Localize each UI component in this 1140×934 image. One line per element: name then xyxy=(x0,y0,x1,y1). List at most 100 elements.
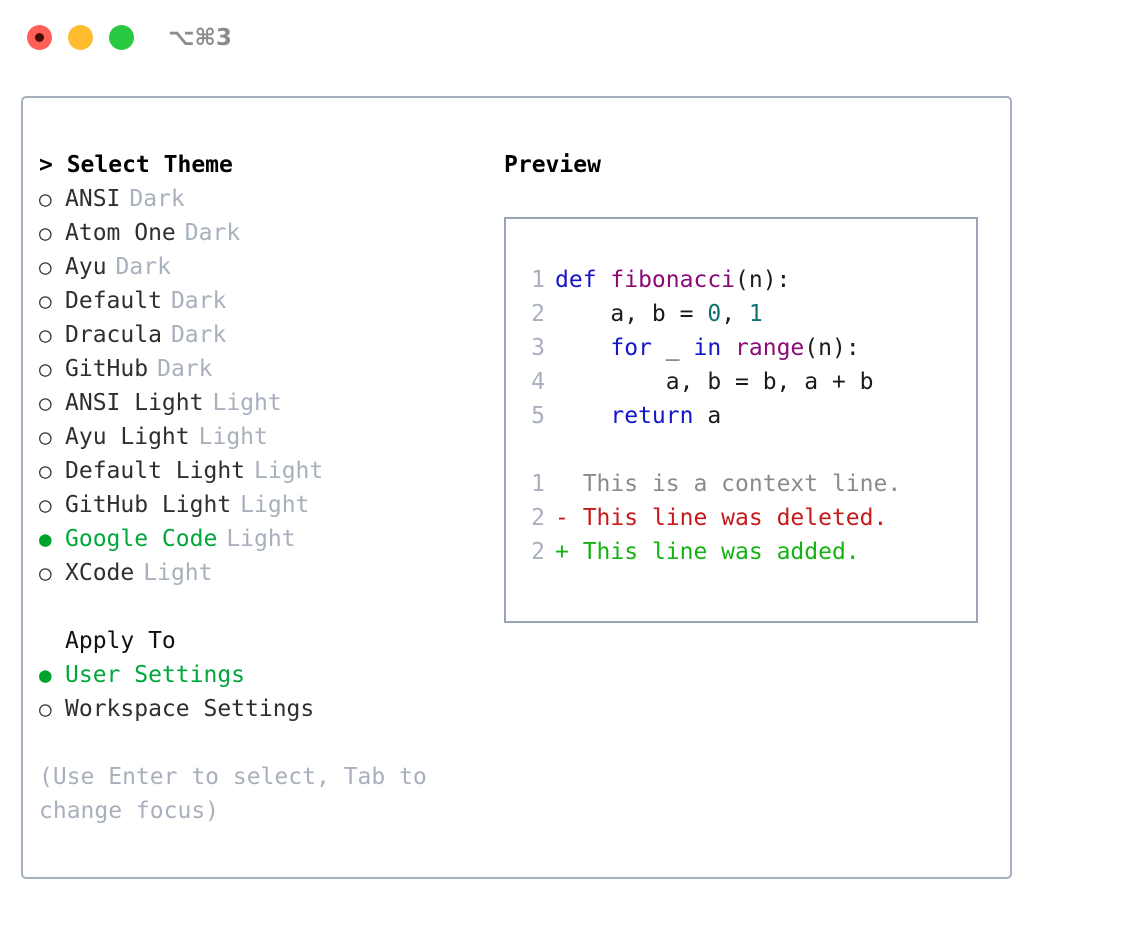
radio-selected-icon: ● xyxy=(39,527,52,551)
radio-unselected-icon: ○ xyxy=(39,425,52,449)
code-line: 4 a, b = b, a + b xyxy=(523,365,976,399)
theme-option-kind: Dark xyxy=(115,254,171,280)
code-token: fibonacci xyxy=(610,267,736,293)
radio-unselected-icon: ○ xyxy=(39,561,52,585)
code-token: (n): xyxy=(735,267,791,293)
code-token: _ xyxy=(651,335,694,361)
diff-text: This line was added. xyxy=(582,539,860,565)
window-titlebar: ⌥⌘3 xyxy=(0,0,1140,78)
keyboard-hint-text: (Use Enter to select, Tab to change focu… xyxy=(39,764,441,824)
theme-option-google-code[interactable]: ● Google Code Light xyxy=(39,522,469,556)
diff-sign: + xyxy=(555,539,583,565)
theme-option-kind: Dark xyxy=(170,322,227,348)
theme-option-kind: Light xyxy=(254,458,324,484)
theme-option-label: Dracula xyxy=(65,322,162,348)
theme-option-kind: Light xyxy=(240,492,310,518)
code-token: a, b = xyxy=(555,301,708,327)
line-number: 5 xyxy=(531,403,545,429)
code-token: a xyxy=(693,403,722,429)
theme-option-github[interactable]: ○ GitHub Dark xyxy=(39,352,469,386)
radio-unselected-icon: ○ xyxy=(39,697,52,721)
select-theme-heading: > Select Theme xyxy=(39,152,233,178)
theme-option-dracula[interactable]: ○ Dracula Dark xyxy=(39,318,469,352)
code-token: (n): xyxy=(804,335,860,361)
code-token: def xyxy=(555,267,611,293)
diff-text: This line was deleted. xyxy=(582,505,888,531)
code-token: return xyxy=(610,403,694,429)
hint-spacer xyxy=(39,726,469,760)
theme-option-ayu[interactable]: ○ Ayu Dark xyxy=(39,250,469,284)
radio-unselected-icon: ○ xyxy=(39,323,52,347)
theme-option-label: ANSI Light xyxy=(65,390,204,416)
theme-option-kind: Light xyxy=(212,390,282,416)
code-token: in xyxy=(693,335,722,361)
code-token: 1 xyxy=(748,301,763,327)
theme-option-label: Google Code xyxy=(65,526,218,552)
theme-option-label: Ayu xyxy=(65,254,107,280)
theme-option-default-light[interactable]: ○ Default Light Light xyxy=(39,454,469,488)
theme-option-kind: Dark xyxy=(184,220,241,246)
code-token: 0 xyxy=(707,301,722,327)
theme-option-ansi-light[interactable]: ○ ANSI Light Light xyxy=(39,386,469,420)
radio-unselected-icon: ○ xyxy=(39,357,52,381)
preview-heading: Preview xyxy=(504,152,601,178)
apply-to-option-label: User Settings xyxy=(65,662,246,688)
theme-option-kind: Light xyxy=(226,526,296,552)
theme-option-label: Default xyxy=(65,288,162,314)
radio-unselected-icon: ○ xyxy=(39,459,52,483)
theme-option-kind: Light xyxy=(198,424,268,450)
apply-to-option-label: Workspace Settings xyxy=(65,696,315,722)
code-token xyxy=(555,335,610,361)
line-number: 3 xyxy=(531,335,545,361)
radio-unselected-icon: ○ xyxy=(39,187,52,211)
theme-option-label: GitHub Light xyxy=(65,492,232,518)
theme-option-label: Ayu Light xyxy=(65,424,190,450)
radio-unselected-icon: ○ xyxy=(39,289,52,313)
diff-sign xyxy=(555,471,583,497)
code-token: , xyxy=(721,301,749,327)
list-spacer xyxy=(39,590,469,624)
close-button-icon[interactable] xyxy=(27,25,52,50)
maximize-button-icon[interactable] xyxy=(109,25,134,50)
code-line: 2 a, b = 0, 1 xyxy=(523,297,976,331)
minimize-button-icon[interactable] xyxy=(68,25,93,50)
apply-to-list[interactable]: ●User Settings ○ Workspace Settings xyxy=(39,658,469,726)
code-line: 1 def fibonacci(n): xyxy=(523,263,976,297)
radio-unselected-icon: ○ xyxy=(39,255,52,279)
code-line: 5 return a xyxy=(523,399,976,433)
diff-text: This is a context line. xyxy=(582,471,902,497)
line-number: 2 xyxy=(531,301,545,327)
theme-option-kind: Dark xyxy=(170,288,227,314)
code-token: a, b = b, a + b xyxy=(555,369,874,395)
diff-sign: - xyxy=(555,505,583,531)
code-token xyxy=(721,335,735,361)
theme-option-label: GitHub xyxy=(65,356,149,382)
diff-line: 1 This is a context line. xyxy=(523,467,976,501)
radio-unselected-icon: ○ xyxy=(39,391,52,415)
line-number: 2 xyxy=(531,505,545,531)
theme-option-label: Default Light xyxy=(65,458,246,484)
theme-option-default[interactable]: ○ Default Dark xyxy=(39,284,469,318)
line-number: 2 xyxy=(531,539,545,565)
keyboard-shortcut-label: ⌥⌘3 xyxy=(168,25,232,51)
code-diff-separator xyxy=(523,433,976,467)
apply-to-option-user-settings[interactable]: ●User Settings xyxy=(39,658,469,692)
line-number: 1 xyxy=(531,267,545,293)
apply-to-option-workspace-settings[interactable]: ○ Workspace Settings xyxy=(39,692,469,726)
theme-option-kind: Dark xyxy=(157,356,213,382)
theme-option-ayu-light[interactable]: ○ Ayu Light Light xyxy=(39,420,469,454)
code-token: range xyxy=(735,335,805,361)
theme-option-label: Atom One xyxy=(65,220,176,246)
window-controls xyxy=(27,25,134,50)
theme-option-kind: Light xyxy=(143,560,213,586)
